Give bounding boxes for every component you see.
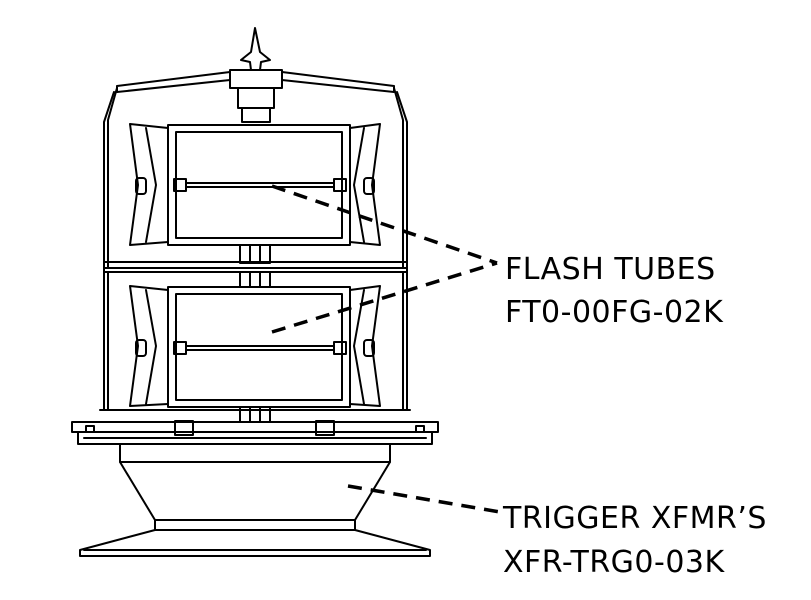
trigger-xfmr-label: TRIGGER XFMR’S — [503, 501, 767, 536]
lower-tier — [103, 271, 408, 423]
leader-lower-tube — [271, 261, 498, 334]
upper-tier — [129, 123, 381, 264]
flash-tubes-label: FLASH TUBES — [505, 252, 716, 287]
trigger-xfmr-part-number: XFR-TRG0-03K — [503, 545, 725, 580]
dome-outline — [103, 87, 408, 269]
leader-trigger-xfmr — [347, 484, 501, 514]
lower-flash-tube — [173, 341, 347, 355]
top-spike — [240, 27, 271, 71]
flash-tubes-part-number: FT0-00FG-02K — [505, 295, 724, 330]
base-flange — [71, 409, 439, 445]
leader-lines — [271, 184, 501, 514]
top-cap — [116, 69, 395, 123]
leader-upper-tube — [271, 184, 498, 265]
upper-flash-tube — [173, 178, 347, 192]
lower-housing — [79, 443, 431, 557]
